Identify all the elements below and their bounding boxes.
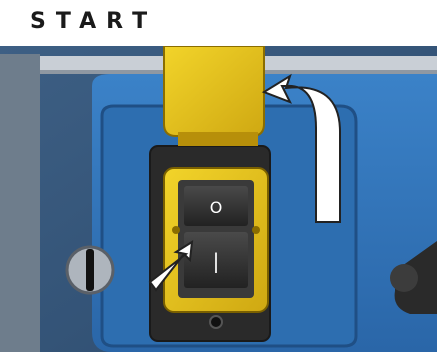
- machine-illustration: O |: [0, 46, 437, 352]
- off-button[interactable]: O: [184, 186, 248, 226]
- screw-icon: [172, 226, 180, 234]
- title-bar: START: [0, 0, 437, 46]
- on-button[interactable]: |: [184, 232, 248, 288]
- side-panel: [0, 54, 40, 352]
- screw-icon: [210, 316, 222, 328]
- switch-cover: [164, 46, 264, 146]
- page-title: START: [30, 9, 157, 34]
- off-label: O: [210, 198, 223, 217]
- knob-icon: [67, 247, 113, 293]
- screw-icon: [252, 226, 260, 234]
- on-label: |: [213, 249, 220, 273]
